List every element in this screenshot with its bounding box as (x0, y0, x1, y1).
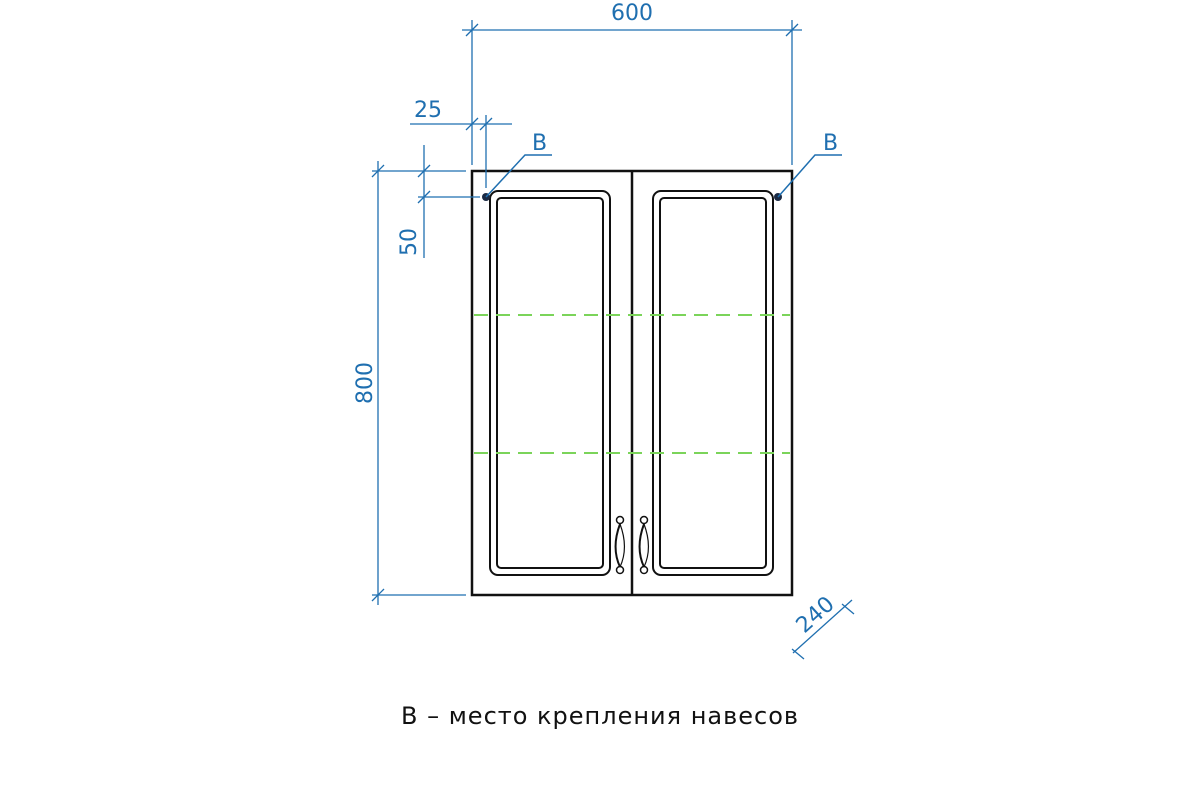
offset-y-dimension (417, 145, 480, 258)
handle-right-icon (638, 515, 650, 575)
width-dimension (462, 20, 802, 165)
depth-dimension (791, 599, 855, 660)
marker-leaders (485, 154, 842, 198)
depth-dimension-label: 240 (792, 592, 840, 639)
offset-x-dimension-label: 25 (414, 98, 442, 123)
right-door-panel (652, 190, 774, 576)
offset-x-dimension (410, 115, 512, 188)
cabinet-body (470, 169, 794, 597)
legend-caption: B – место крепления навесов (400, 702, 800, 730)
width-dimension-label: 600 (611, 1, 653, 26)
marker-label-right: B (823, 131, 838, 156)
left-door-panel (489, 190, 611, 576)
height-dimension-label: 800 (353, 362, 378, 404)
offset-y-dimension-label: 50 (397, 228, 422, 256)
handle-left-icon (614, 515, 626, 575)
height-dimension (371, 161, 466, 605)
shelves (474, 314, 790, 454)
marker-label-left: B (532, 131, 547, 156)
